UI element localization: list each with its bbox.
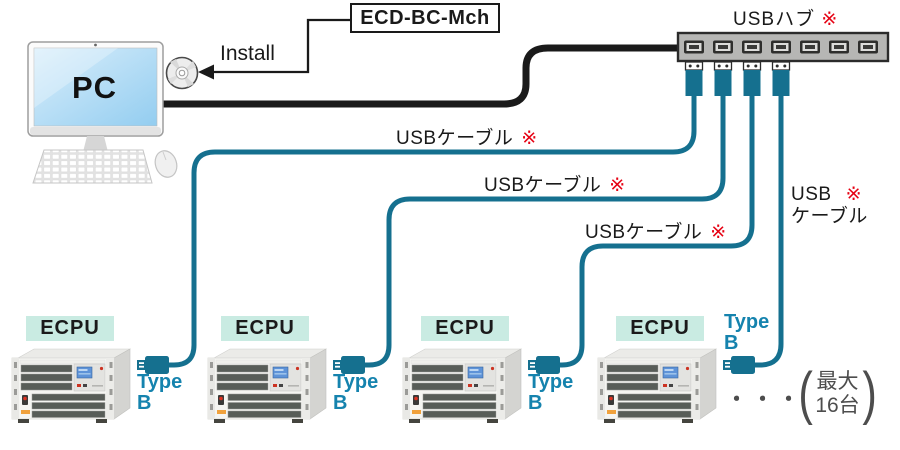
close-paren: ) [862, 361, 877, 426]
note-mark: ※ [821, 9, 839, 30]
type-b-label-1: Type B [137, 371, 183, 414]
install-arrow [198, 18, 350, 80]
cd-icon [165, 56, 199, 90]
usb-cable-label-3: USBケーブル ※ [585, 222, 727, 243]
install-label: Install [220, 42, 275, 65]
pc-to-hub-cable [160, 44, 678, 108]
ecpu-label-1: ECPU [26, 316, 114, 341]
usb-cable-label-1: USBケーブル ※ [396, 128, 538, 149]
usb-hub-label: USBハブ ※ [733, 9, 839, 30]
ecpu-label-2: ECPU [221, 316, 309, 341]
pc-label: PC [72, 70, 118, 105]
usb-cable-1 [167, 96, 697, 368]
ecpu-label-3: ECPU [421, 316, 509, 341]
ellipsis: ・・・ [726, 388, 804, 411]
type-b-label-2: Type B [333, 371, 379, 414]
note-mark: ※ [845, 184, 862, 205]
type-b-label-3: Type B [528, 371, 574, 414]
ecpu-device-1 [11, 348, 131, 424]
ecpu-device-3 [402, 348, 522, 424]
note-mark: ※ [609, 175, 626, 196]
usb-plug-icons [684, 61, 791, 97]
ecpu-label-4: ECPU [616, 316, 704, 341]
max-units-note: ( 最大 16台 ) [798, 361, 877, 426]
pc-icon [27, 41, 178, 184]
type-b-label-4: Type B [724, 311, 770, 354]
usb-cable-2 [363, 96, 726, 368]
open-paren: ( [798, 361, 813, 426]
note-mark: ※ [710, 222, 727, 243]
usb-hub-icon [676, 31, 890, 63]
installer-box: ECD-BC-Mch [350, 3, 500, 33]
ecpu-device-4 [597, 348, 717, 424]
ecpu-device-2 [207, 348, 327, 424]
note-mark: ※ [521, 128, 538, 149]
usb-cable-4 [753, 96, 784, 368]
installer-box-label: ECD-BC-Mch [360, 6, 490, 29]
usb-cable-label-2: USBケーブル ※ [484, 175, 626, 196]
usb-cable-3 [558, 96, 755, 368]
usb-cable-label-4: USB※ ケーブル [791, 184, 868, 227]
